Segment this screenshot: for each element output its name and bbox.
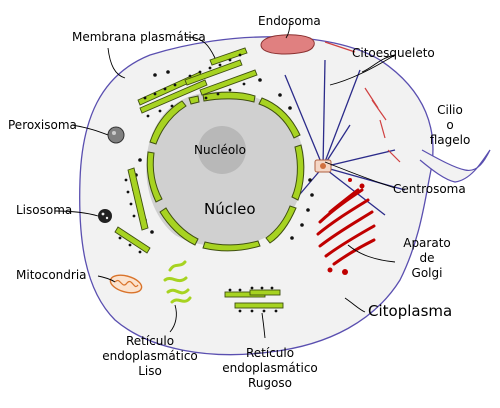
endosome xyxy=(260,34,315,55)
centrosome xyxy=(314,159,332,173)
label-rel-2: endoplasmático xyxy=(102,349,198,363)
label-centrosoma: Centrosoma xyxy=(393,182,466,196)
pointer-lines xyxy=(54,21,396,339)
rough-er-left xyxy=(114,167,151,254)
label-aparato: Aparato xyxy=(403,236,451,250)
peroxisome xyxy=(107,126,125,144)
label-rer-3: Rugoso xyxy=(248,376,292,390)
label-citoesqueleto: Citoesqueleto xyxy=(352,46,435,60)
golgi-apparatus xyxy=(316,178,376,275)
label-nucleolo: Nucléolo xyxy=(194,143,246,157)
rough-er-top xyxy=(137,47,258,114)
rough-er-bottom-ribosomes xyxy=(228,286,278,313)
flagellum xyxy=(419,149,491,183)
label-lisosoma: Lisosoma xyxy=(16,203,73,217)
label-peroxisoma: Peroxisoma xyxy=(8,118,77,132)
label-rer-2: endoplasmático xyxy=(222,361,318,375)
label-aparato-de: de xyxy=(419,251,435,265)
cytoskeleton-red-fibers xyxy=(324,41,401,163)
label-membrana-plasmatica: Membrana plasmática xyxy=(72,30,206,44)
label-golgi: Golgi xyxy=(411,266,443,280)
nucleolus xyxy=(198,126,246,174)
lysosome xyxy=(98,209,112,223)
nuclear-envelope xyxy=(146,91,305,252)
smooth-er xyxy=(163,260,192,304)
label-endosoma: Endosoma xyxy=(258,14,321,28)
label-flagelo: flagelo xyxy=(429,133,471,147)
rough-er-bottom xyxy=(224,289,284,309)
label-rer-1: Retículo xyxy=(245,346,295,360)
label-cilio: Cilio xyxy=(437,103,463,117)
cytoskeleton xyxy=(284,59,406,216)
rough-er-top-ribosomes xyxy=(143,53,246,118)
rough-er-left-ribosomes xyxy=(118,178,142,254)
mitochondrion xyxy=(109,274,143,294)
label-cilio-o: o xyxy=(446,118,454,132)
label-mitocondria: Mitocondria xyxy=(16,268,87,282)
label-nucleo: Núcleo xyxy=(204,200,256,218)
label-rel-3: Liso xyxy=(138,364,162,378)
label-citoplasma: Citoplasma xyxy=(368,302,453,320)
label-rel-1: Retículo xyxy=(125,334,175,348)
